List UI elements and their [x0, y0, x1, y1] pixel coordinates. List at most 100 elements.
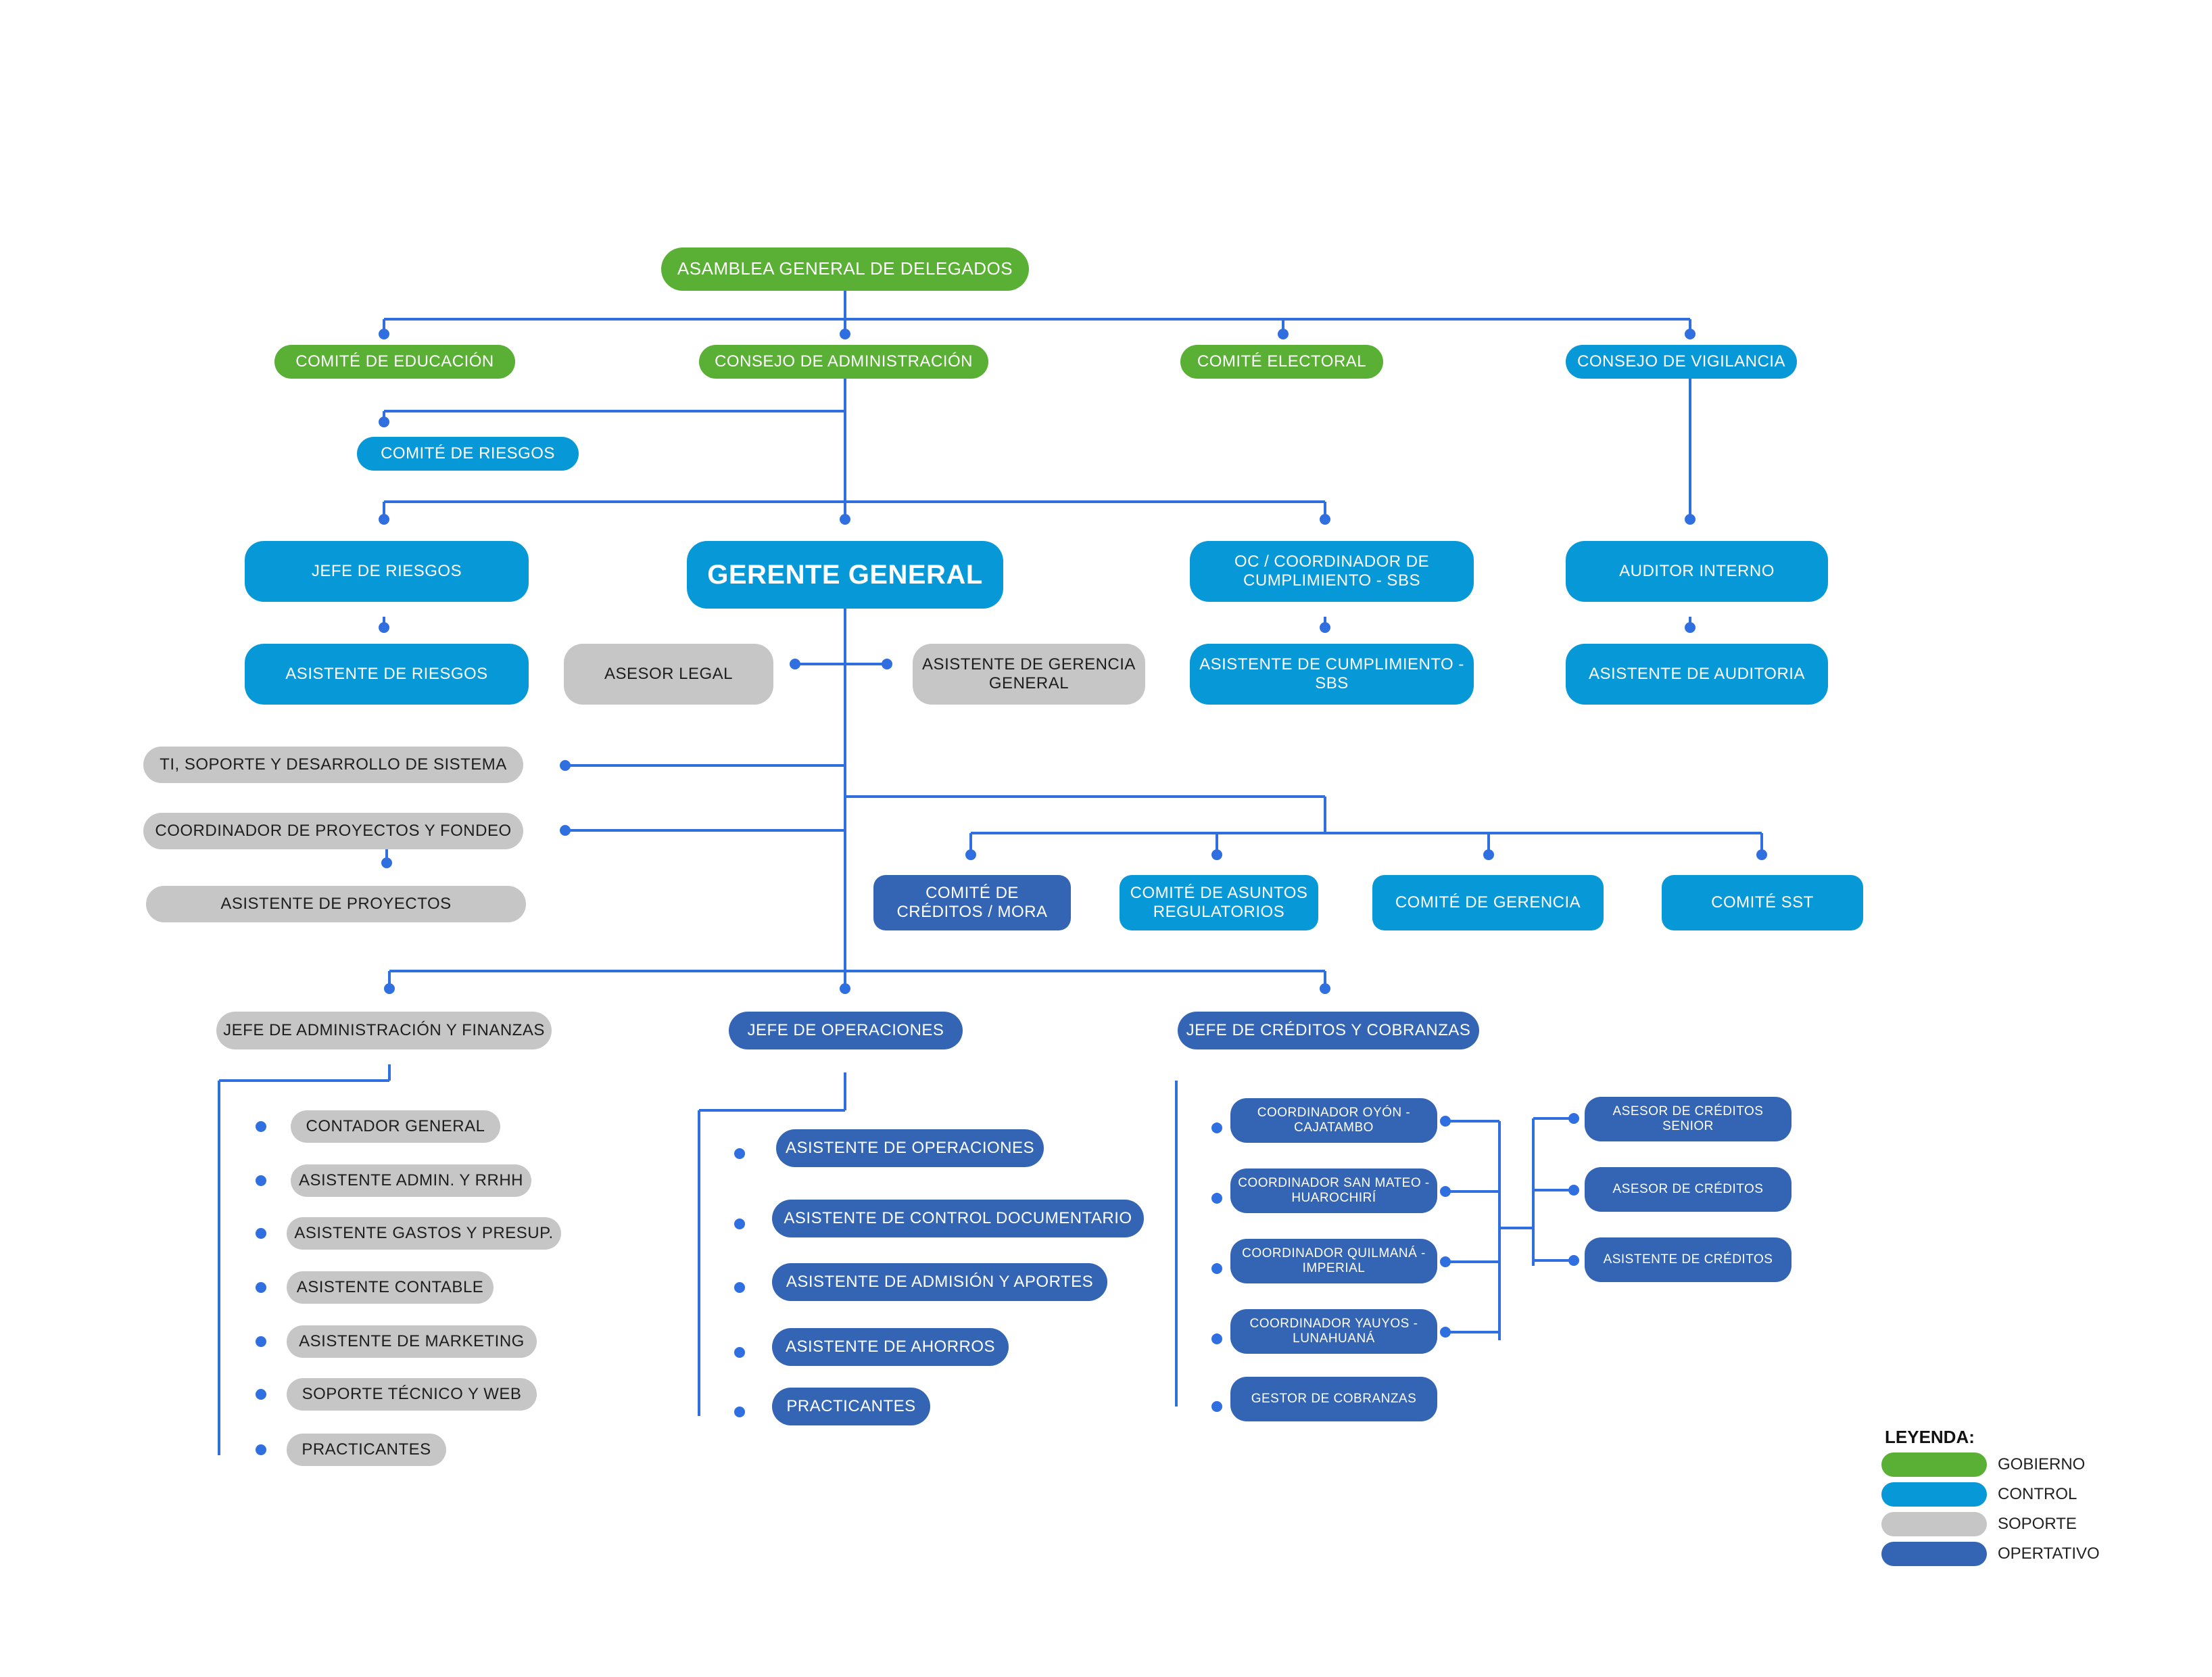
node-comite-educacion: COMITÉ DE EDUCACIÓN — [274, 345, 515, 379]
node-contador-general: CONTADOR GENERAL — [291, 1110, 500, 1143]
node-asistente-auditoria: ASISTENTE DE AUDITORIA — [1566, 644, 1828, 705]
node-comite-riesgos: COMITÉ DE RIESGOS — [357, 437, 579, 471]
node-coord-yauyos: COORDINADOR YAUYOS - LUNAHUANÁ — [1230, 1309, 1437, 1354]
node-comite-gerencia: COMITÉ DE GERENCIA — [1372, 875, 1604, 930]
node-coord-quilmana: COORDINADOR QUILMANÁ - IMPERIAL — [1230, 1239, 1437, 1283]
connector-dot — [734, 1219, 745, 1229]
legend-swatch-soporte — [1881, 1512, 1987, 1536]
connector-dot — [1685, 622, 1696, 633]
legend-label-operativo: OPERTATIVO — [1998, 1544, 2100, 1563]
node-auditor-interno: AUDITOR INTERNO — [1566, 541, 1828, 602]
node-asistente-gastos: ASISTENTE GASTOS Y PRESUP. — [287, 1217, 561, 1250]
connector-dot — [256, 1121, 266, 1132]
connector-dot — [256, 1389, 266, 1400]
connector-dot — [734, 1282, 745, 1293]
node-asistente-ahorros: ASISTENTE DE AHORROS — [772, 1328, 1009, 1366]
node-asamblea: ASAMBLEA GENERAL DE DELEGADOS — [661, 247, 1029, 291]
connector-dot — [1685, 329, 1696, 339]
node-ti-soporte: TI, SOPORTE Y DESARROLLO DE SISTEMA — [143, 747, 523, 783]
connector-dot — [1685, 514, 1696, 525]
connector-dot — [256, 1336, 266, 1347]
connector-dot — [379, 622, 389, 633]
node-comite-creditos-mora: COMITÉ DE CRÉDITOS / MORA — [873, 875, 1071, 930]
connector-dot — [734, 1347, 745, 1358]
connector-dot — [734, 1148, 745, 1159]
legend-swatch-control — [1881, 1482, 1987, 1507]
node-jefe-riesgos: JEFE DE RIESGOS — [245, 541, 529, 602]
legend-label-control: CONTROL — [1998, 1485, 2077, 1503]
connector-dot — [1440, 1256, 1451, 1267]
connector-dot — [1483, 849, 1494, 860]
connector-dot — [840, 983, 850, 994]
node-asistente-cumplimiento: ASISTENTE DE CUMPLIMIENTO - SBS — [1190, 644, 1474, 705]
connector-dot — [1211, 1123, 1222, 1133]
connector-dot — [790, 659, 800, 669]
node-comite-asuntos: COMITÉ DE ASUNTOS REGULATORIOS — [1120, 875, 1318, 930]
node-soporte-tecnico: SOPORTE TÉCNICO Y WEB — [287, 1378, 537, 1411]
node-jefe-admin-finanzas: JEFE DE ADMINISTRACIÓN Y FINANZAS — [216, 1012, 552, 1049]
connector-dot — [256, 1444, 266, 1455]
node-asistente-contable: ASISTENTE CONTABLE — [287, 1271, 494, 1304]
connector-dot — [1320, 622, 1330, 633]
connector-dot — [1211, 1333, 1222, 1344]
node-asistente-admision: ASISTENTE DE ADMISIÓN Y APORTES — [772, 1263, 1107, 1301]
connector-dot — [1568, 1113, 1579, 1124]
connector-dot — [256, 1175, 266, 1186]
connector-dot — [1211, 1193, 1222, 1204]
node-asistente-marketing: ASISTENTE DE MARKETING — [287, 1325, 537, 1358]
connector-dot — [1211, 1263, 1222, 1274]
node-asesor-legal: ASESOR LEGAL — [564, 644, 773, 705]
connector-dot — [882, 659, 892, 669]
connector-dot — [1568, 1255, 1579, 1266]
connector-dot — [1320, 983, 1330, 994]
connector-dot — [1568, 1185, 1579, 1196]
node-asistente-gerencia: ASISTENTE DE GERENCIA GENERAL — [913, 644, 1145, 705]
node-asesor-senior: ASESOR DE CRÉDITOS SENIOR — [1585, 1097, 1792, 1141]
connector-dot — [840, 329, 850, 339]
connector-dot — [1440, 1327, 1451, 1338]
connector-dot — [1211, 849, 1222, 860]
connector-dot — [1756, 849, 1767, 860]
node-asistente-riesgos: ASISTENTE DE RIESGOS — [245, 644, 529, 705]
node-practicantes-admin: PRACTICANTES — [287, 1434, 446, 1466]
legend-title: LEYENDA: — [1885, 1427, 1975, 1447]
connector-dot — [560, 760, 571, 771]
node-asistente-operaciones: ASISTENTE DE OPERACIONES — [776, 1129, 1044, 1167]
node-coord-san-mateo: COORDINADOR SAN MATEO - HUAROCHIRÍ — [1230, 1168, 1437, 1213]
node-coord-oyon: COORDINADOR OYÓN - CAJATAMBO — [1230, 1098, 1437, 1143]
node-consejo-administracion: CONSEJO DE ADMINISTRACIÓN — [699, 345, 988, 379]
node-asistente-control-doc: ASISTENTE DE CONTROL DOCUMENTARIO — [772, 1200, 1144, 1237]
connector-dot — [384, 983, 395, 994]
node-practicantes-oper: PRACTICANTES — [772, 1388, 930, 1425]
legend-label-gobierno: GOBIERNO — [1998, 1455, 2086, 1473]
connector-dot — [560, 825, 571, 836]
connector-dot — [256, 1228, 266, 1239]
connector-dot — [256, 1282, 266, 1293]
connector-dot — [734, 1407, 745, 1417]
node-gerente-general: GERENTE GENERAL — [687, 541, 1003, 609]
node-comite-electoral: COMITÉ ELECTORAL — [1180, 345, 1383, 379]
connector-dot — [1440, 1116, 1451, 1127]
connector-dot — [1278, 329, 1289, 339]
node-jefe-operaciones: JEFE DE OPERACIONES — [729, 1012, 963, 1049]
node-coordinador-proyectos: COORDINADOR DE PROYECTOS Y FONDEO — [143, 813, 523, 849]
connector-dot — [965, 849, 976, 860]
node-comite-sst: COMITÉ SST — [1662, 875, 1863, 930]
node-gestor-cobranzas: GESTOR DE COBRANZAS — [1230, 1377, 1437, 1421]
connector-dot — [840, 514, 850, 525]
node-asesor-creditos: ASESOR DE CRÉDITOS — [1585, 1167, 1792, 1212]
node-oc-coordinador: OC / COORDINADOR DE CUMPLIMIENTO - SBS — [1190, 541, 1474, 602]
connector-dot — [1320, 514, 1330, 525]
connector-dot — [379, 329, 389, 339]
node-asistente-creditos: ASISTENTE DE CRÉDITOS — [1585, 1237, 1792, 1282]
node-jefe-creditos: JEFE DE CRÉDITOS Y COBRANZAS — [1178, 1012, 1479, 1049]
connector-dot — [379, 514, 389, 525]
node-asistente-admin-rrhh: ASISTENTE ADMIN. Y RRHH — [291, 1164, 531, 1197]
legend-swatch-gobierno — [1881, 1452, 1987, 1477]
legend-label-soporte: SOPORTE — [1998, 1515, 2077, 1533]
connector-dot — [381, 857, 392, 868]
node-asistente-proyectos: ASISTENTE DE PROYECTOS — [146, 886, 526, 922]
legend-swatch-operativo — [1881, 1542, 1987, 1566]
